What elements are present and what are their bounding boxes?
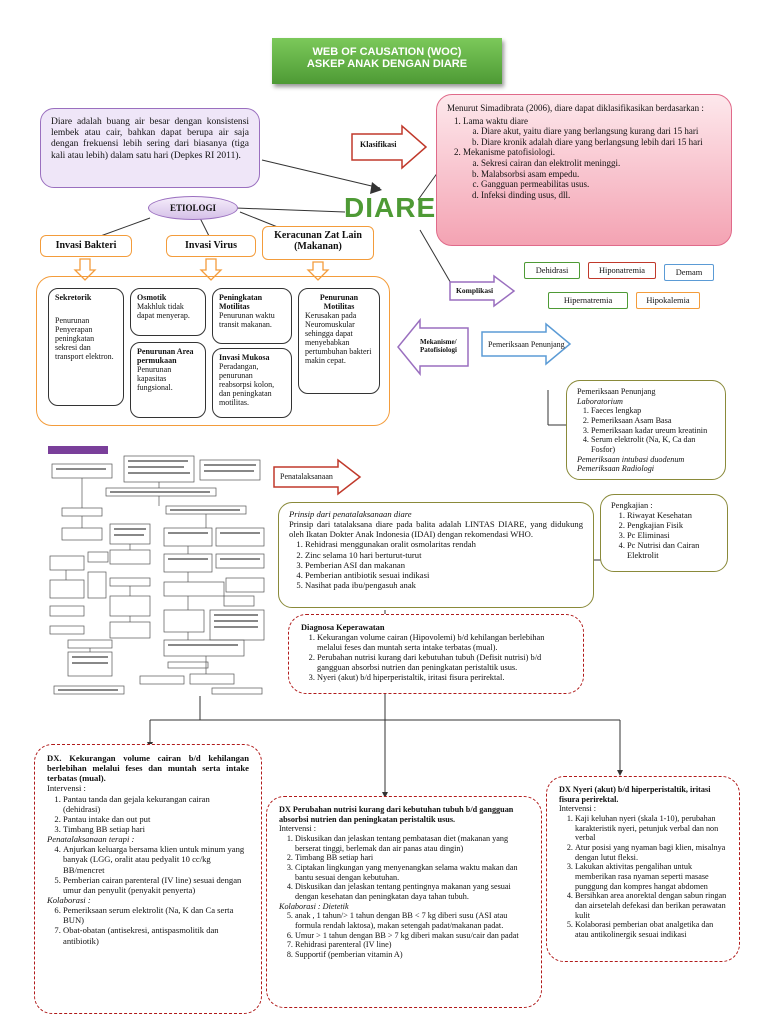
down-arrows	[73, 258, 330, 281]
mech-sekretorik: Sekretorik Penurunan Penyerapan peningka…	[48, 288, 124, 406]
cause-keracunan: Keracunan Zat Lain (Makanan)	[262, 226, 374, 260]
komplikasi-label: Komplikasi	[456, 286, 494, 295]
penunjang-arrow	[481, 322, 572, 366]
mechanism-wrapper	[36, 276, 390, 426]
page-title: WEB OF CAUSATION (WOC) ASKEP ANAK DENGAN…	[272, 38, 502, 84]
cause-virus: Invasi Virus	[166, 235, 256, 257]
etiologi-node: ETIOLOGI	[148, 196, 238, 220]
mekanisme-label: Mekanisme/ Patofisiologi	[420, 338, 457, 355]
dx2-box: DX Perubahan nutrisi kurang dari kebutuh…	[266, 796, 542, 1008]
dx1-box: DX. Kekurangan volume cairan b/d kehilan…	[34, 744, 262, 1014]
mech-area: Penurunan Area permukaan Penurunan kapas…	[130, 342, 206, 418]
penatalaksanaan-label: Penatalaksanaan	[280, 472, 333, 481]
diagnosa-box: Diagnosa Keperawatan Kekurangan volume c…	[288, 614, 584, 694]
pathofisiologi-figure	[46, 444, 268, 696]
klasifikasi-box: Menurut Simadibrata (2006), diare dapat …	[436, 94, 732, 246]
pathofisiologi-schematic	[48, 446, 265, 695]
komplikasi-hiponatremia: Hiponatremia	[588, 262, 656, 279]
mekanisme-arrow	[397, 318, 469, 376]
klasifikasi-arrow	[351, 124, 428, 170]
center-diare: DIARE	[344, 192, 437, 223]
komplikasi-hipernatremia: Hipernatremia	[548, 292, 628, 309]
komplikasi-demam: Demam	[664, 264, 714, 281]
komplikasi-dehidrasi: Dehidrasi	[524, 262, 580, 279]
definition-box: Diare adalah buang air besar dengan kons…	[40, 108, 260, 188]
dx3-box: DX Nyeri (akut) b/d hiperperistaltik, ir…	[546, 776, 740, 962]
mech-osmotik: Osmotik Makhluk tidak dapat menyerap.	[130, 288, 206, 336]
mech-neuro: Penurunan Motilitas Kerusakan pada Neuro…	[298, 288, 380, 394]
pemeriksaan-box: Pemeriksaan Penunjang Laboratorium Faece…	[566, 380, 726, 480]
mech-motilitas: Peningkatan Motilitas Penurunan waktu tr…	[212, 288, 292, 344]
komplikasi-arrow	[449, 274, 516, 308]
penunjang-label: Pemeriksaan Penunjang	[488, 340, 565, 349]
cause-bakteri: Invasi Bakteri	[40, 235, 132, 257]
prinsip-box: Prinsip dari penatalaksanaan diare Prins…	[278, 502, 594, 608]
pengkajian-box: Pengkajian : Riwayat Kesehatan Pengkajia…	[600, 494, 728, 572]
klasifikasi-label: Klasifikasi	[360, 140, 397, 149]
penatalaksanaan-arrow	[273, 458, 362, 496]
mech-mukosa: Invasi Mukosa Peradangan, penurunan reab…	[212, 348, 292, 418]
komplikasi-hipokalemia: Hipokalemia	[636, 292, 700, 309]
